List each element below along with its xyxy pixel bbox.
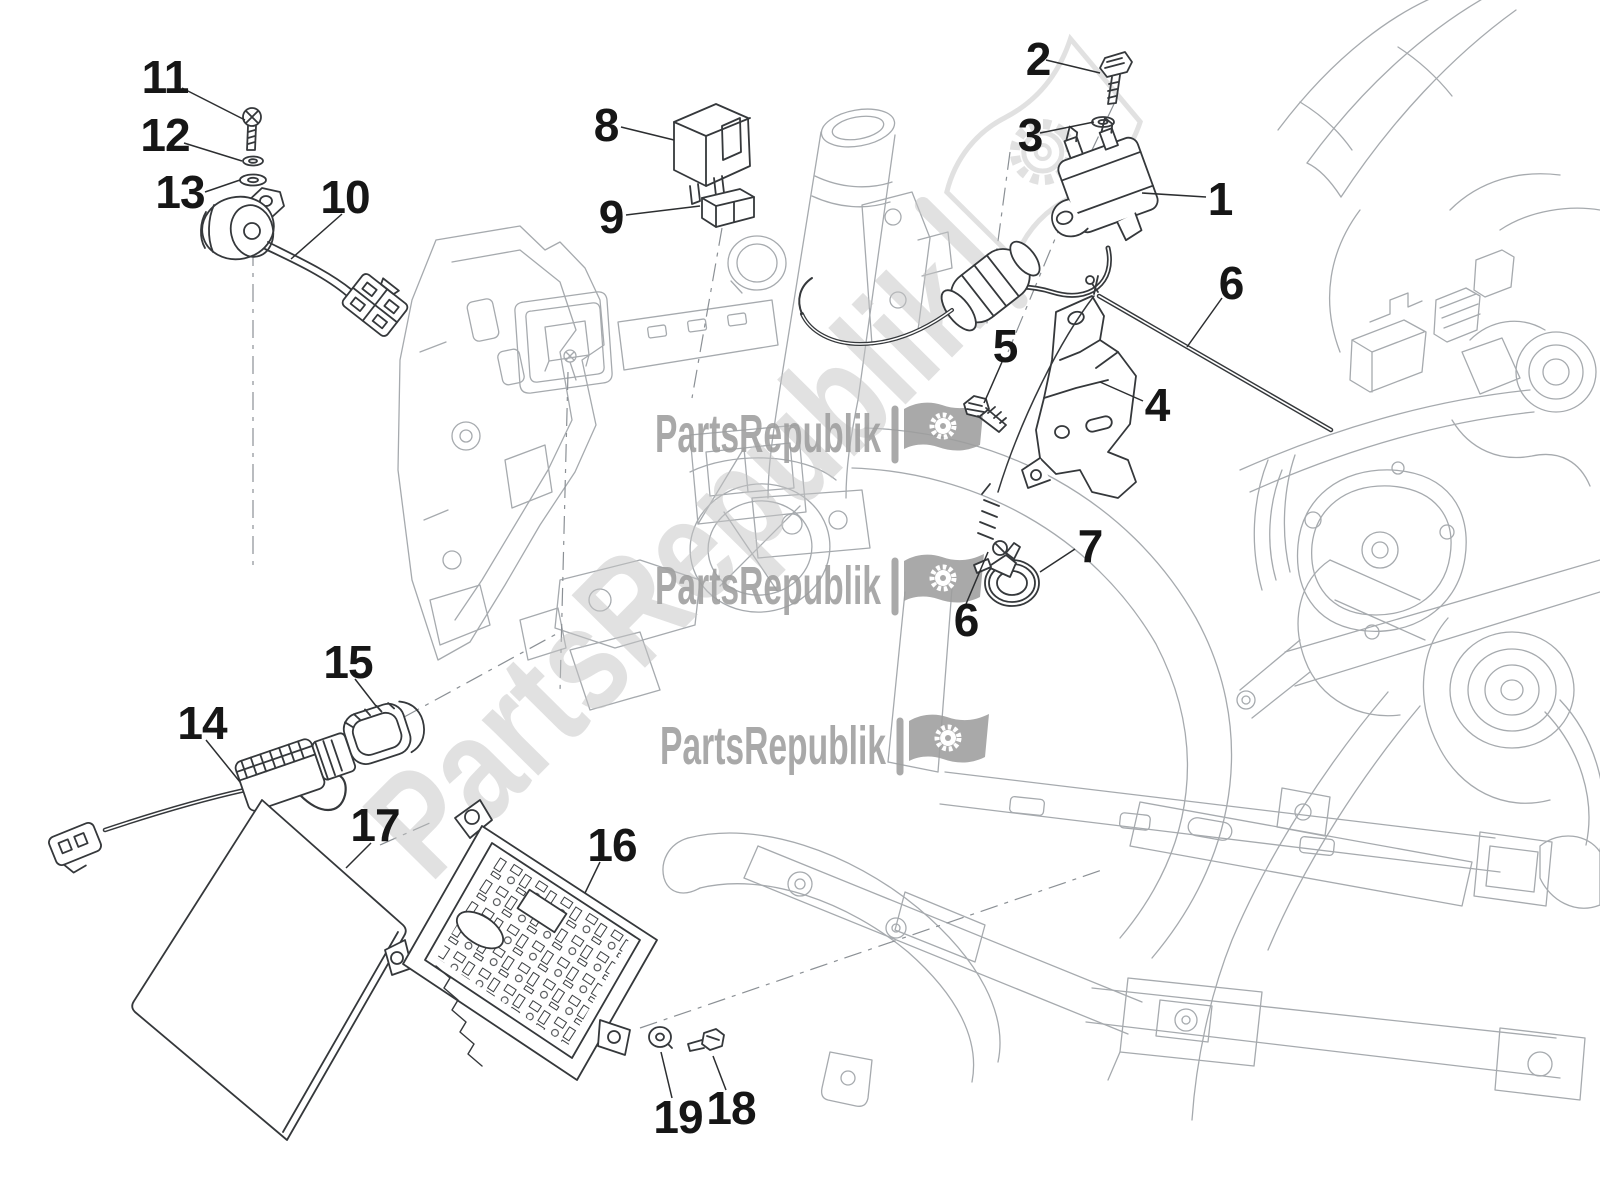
part-pad-9	[701, 188, 755, 228]
callout-19: 19	[653, 1091, 703, 1143]
svg-text:PartsRepublik: PartsRepublik	[655, 404, 882, 464]
part-sheet-17	[131, 799, 407, 1141]
lower-center-frame	[519, 559, 701, 711]
part-bolt-2	[1099, 51, 1133, 105]
callout-8: 8	[593, 99, 620, 151]
front-frame	[397, 225, 605, 661]
part-ecu-16	[384, 799, 658, 1081]
watermark-row: PartsRepublik	[655, 554, 984, 616]
engine-assembly	[1236, 173, 1600, 909]
part-relay-8	[673, 103, 751, 205]
part-cable-6	[977, 275, 1334, 556]
callout-1: 1	[1207, 173, 1234, 225]
part-washer-19	[648, 1026, 673, 1049]
flag-gear-icon	[909, 714, 989, 763]
callout-2: 2	[1025, 33, 1052, 85]
watermark-row: PartsRepublik	[655, 402, 984, 464]
part-sensor-10	[200, 187, 409, 337]
leader-lines	[181, 59, 1223, 1099]
callout-12: 12	[140, 109, 190, 161]
center-frame-box	[689, 424, 807, 525]
callout-7: 7	[1077, 520, 1104, 572]
callout-13: 13	[155, 166, 205, 218]
part-bracket-4	[1021, 295, 1137, 499]
part-screw-11	[242, 107, 262, 151]
callout-16: 16	[587, 819, 637, 871]
callout-6b: 6	[953, 594, 980, 646]
callout-9: 9	[598, 191, 625, 243]
callout-4: 4	[1144, 379, 1171, 431]
frame-opening-ring	[514, 291, 613, 394]
callout-18: 18	[706, 1082, 756, 1134]
part-clamp-7	[973, 542, 1040, 607]
part-washer-13	[239, 173, 267, 187]
callout-3: 3	[1017, 109, 1044, 161]
flag-gear-icon	[904, 402, 984, 451]
part-washer-12	[242, 155, 264, 167]
watermark-row: PartsRepublik	[660, 714, 989, 776]
svg-text:PartsRepublik: PartsRepublik	[660, 716, 887, 776]
part-cable-14	[48, 732, 357, 874]
flag-gear-icon	[904, 554, 984, 603]
mid-mount-plate	[563, 299, 779, 381]
part-bolt-5	[963, 395, 1007, 433]
rear-frame-arch	[851, 427, 1553, 1121]
callout-5: 5	[992, 320, 1019, 372]
part-ignition-coil-1	[798, 117, 1159, 346]
watermark-rows: PartsRepublik PartsRepublik PartsRepubli…	[655, 402, 989, 776]
part-bolt-18	[687, 1028, 725, 1052]
callout-10: 10	[320, 171, 370, 223]
steering-column	[727, 108, 953, 559]
callout-17: 17	[350, 799, 400, 851]
callout-6: 6	[1218, 257, 1245, 309]
bottom-frame	[662, 787, 1586, 1107]
floor-cap	[689, 457, 837, 613]
svg-text:PartsRepublik: PartsRepublik	[655, 556, 882, 616]
part-grommet-15	[342, 700, 425, 765]
callout-14: 14	[177, 697, 227, 749]
body-panel-fragment	[1277, 0, 1517, 198]
callout-15: 15	[323, 636, 373, 688]
callout-11: 11	[141, 51, 190, 103]
